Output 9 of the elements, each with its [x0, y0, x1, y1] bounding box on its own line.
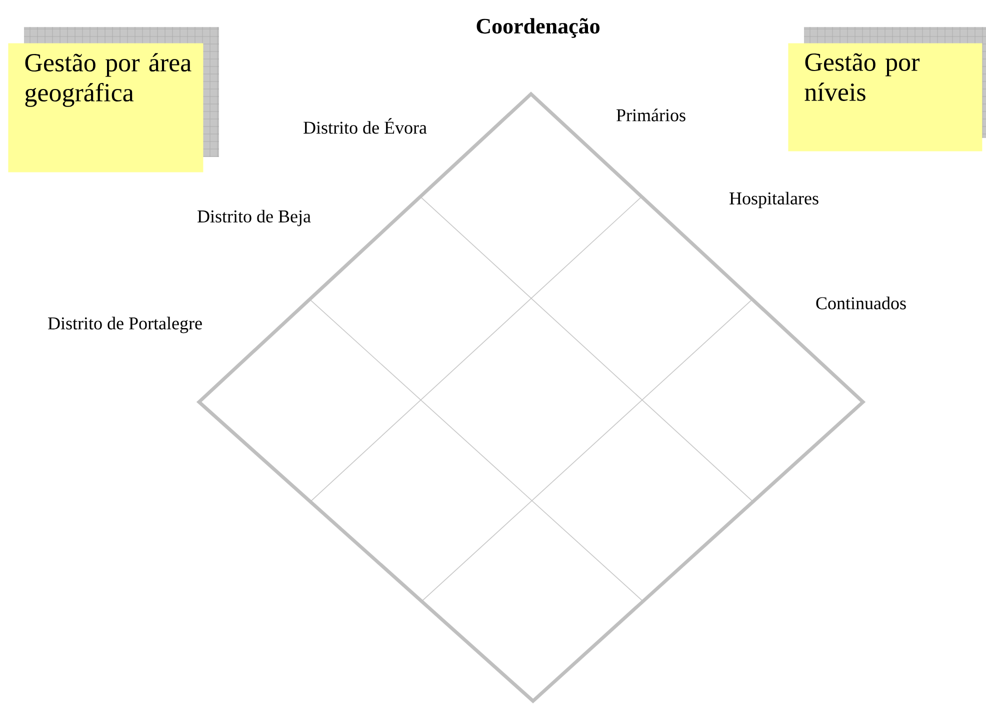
note-box: Gestão por área geográfica	[8, 26, 220, 172]
axis-label: Hospitalares	[730, 192, 818, 208]
axis-label: Continuados	[816, 296, 906, 310]
axis-label: Primários	[616, 108, 686, 122]
axis-label: Distrito de Beja	[198, 210, 311, 226]
title: Coordenação	[476, 18, 600, 38]
axis-label: Distrito de Évora	[304, 118, 427, 134]
axis-label: Distrito de Portalegre	[48, 316, 202, 334]
note-box: Gestão por níveis	[788, 26, 986, 152]
